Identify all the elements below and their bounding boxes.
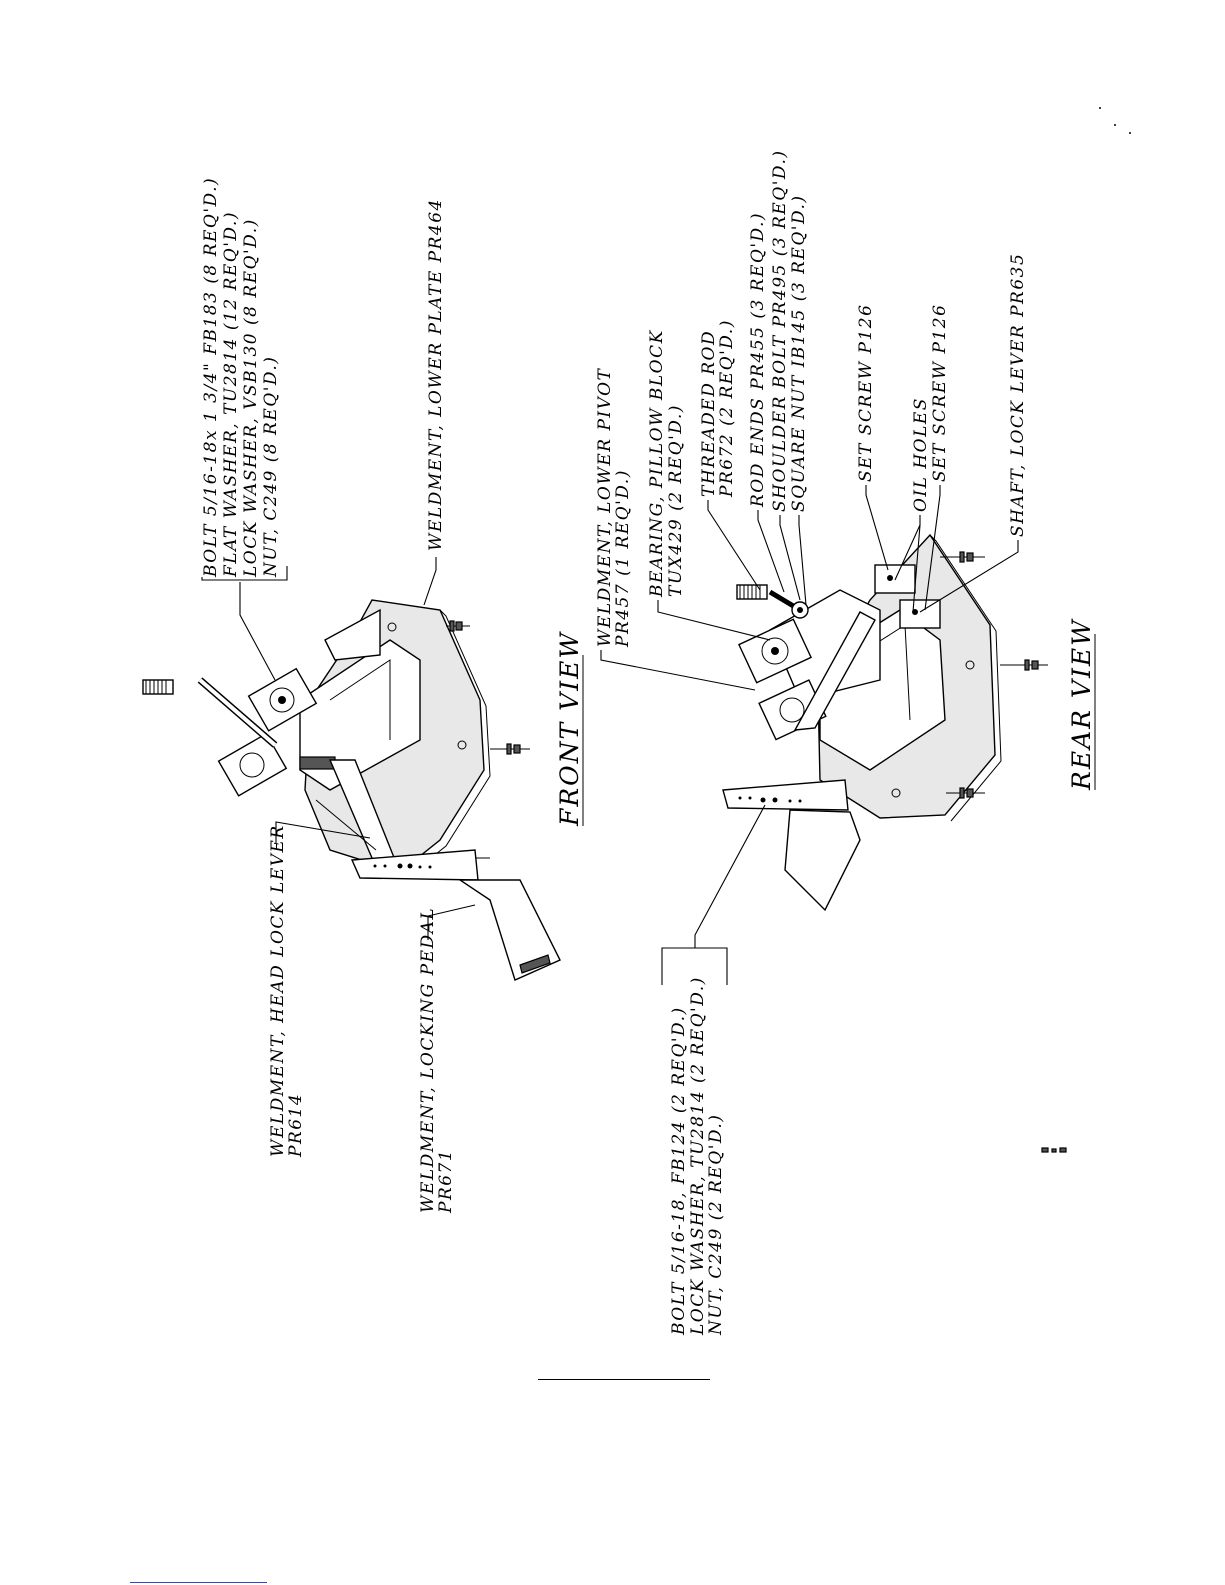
callout-bearing-part: TUX429 (2 REQ'D.) — [666, 404, 686, 597]
lock-lever-shaft — [793, 611, 876, 731]
callout-bolt-fb124: BOLT 5/16-18, FB124 (2 REQ'D.) — [669, 1006, 689, 1336]
plate-hole — [387, 622, 397, 632]
bracket-leader — [201, 566, 288, 581]
callout-flat-washer: FLAT WASHER, TU2814 (12 REQ'D.) — [221, 211, 241, 578]
upright-bracket — [324, 608, 381, 661]
scan-speckles — [1041, 107, 1131, 1153]
callout-locking-pedal: WELDMENT, LOCKING PEDAL — [418, 907, 438, 1213]
footer-rule — [538, 1379, 710, 1380]
rear-view-illustration — [722, 533, 1048, 912]
leader-line — [657, 600, 771, 641]
callout-bolt-fb183: BOLT 5/16-18x 1 3/4" FB183 (8 REQ'D.) — [201, 177, 221, 578]
callout-set-screw-2: SET SCREW P126 — [930, 304, 950, 482]
leader-line — [912, 524, 921, 613]
leader-line — [600, 650, 756, 691]
leader-line — [694, 804, 766, 948]
bottom-link-underline — [130, 1582, 267, 1583]
callout-lower-pivot: WELDMENT, LOWER PIVOT — [595, 367, 615, 647]
leader-line — [757, 510, 785, 593]
callout-head-lock-lever: WELDMENT, HEAD LOCK LEVER — [268, 824, 288, 1157]
plate-hole — [457, 740, 467, 750]
leader-line — [275, 821, 371, 843]
leader-line — [919, 540, 1019, 613]
callout-oil-holes: OIL HOLES — [911, 397, 931, 512]
plate-hole — [891, 788, 901, 798]
callout-lower-plate: WELDMENT, LOWER PLATE PR464 — [426, 198, 446, 551]
callout-shoulder-bolt: SHOULDER BOLT PR495 (3 REQ'D.) — [770, 150, 790, 512]
pillow-block-front — [217, 667, 318, 797]
leader-line — [427, 904, 476, 940]
callout-threaded-rod: THREADED ROD — [699, 330, 719, 497]
callout-set-screw-1: SET SCREW P126 — [856, 304, 876, 482]
callout-head-lock-lever-part: PR614 — [286, 1093, 306, 1158]
callout-shaft: SHAFT, LOCK LEVER PR635 — [1008, 253, 1028, 537]
locking-pedal-rear — [722, 779, 861, 912]
plate-hole — [965, 660, 975, 670]
leader-line — [865, 485, 889, 571]
callout-nut: NUT, C249 (8 REQ'D.) — [261, 356, 281, 578]
leader-line — [798, 515, 807, 606]
rear-view-title: REAR VIEW — [1067, 618, 1096, 791]
front-view-title: FRONT VIEW — [555, 631, 584, 827]
leader-line — [707, 500, 761, 591]
callout-rod-ends: ROD ENDS PR455 (3 REQ'D.) — [748, 212, 768, 508]
leader-line — [924, 485, 941, 611]
callout-threaded-rod-part: PR672 (2 REQ'D.) — [717, 319, 737, 498]
fastener-stack — [940, 551, 1048, 799]
callout-bearing: BEARING, PILLOW BLOCK — [647, 329, 667, 598]
locking-pedal-front — [350, 849, 561, 981]
callout-lock-washer-rear: LOCK WASHER, TU2814 (2 REQ'D.) — [688, 976, 708, 1336]
callout-square-nut: SQUARE NUT IB145 (3 REQ'D.) — [789, 194, 809, 512]
leader-line — [423, 557, 437, 606]
front-view-illustration — [142, 599, 561, 981]
callout-nut-rear: NUT, C249 (2 REQ'D.) — [706, 1114, 726, 1336]
leader-line — [239, 582, 276, 681]
rear-view-labels: WELDMENT, LOWER PIVOT PR457 (1 REQ'D.) B… — [595, 150, 1096, 1336]
callout-lock-washer: LOCK WASHER, VSB130 (8 REQ'D.) — [241, 218, 261, 578]
leader-line — [779, 515, 801, 601]
callout-locking-pedal-part: PR671 — [436, 1149, 456, 1214]
callout-lower-pivot-part: PR457 (1 REQ'D.) — [613, 469, 633, 648]
front-view-labels: BOLT 5/16-18x 1 3/4" FB183 (8 REQ'D.) FL… — [201, 177, 584, 1214]
